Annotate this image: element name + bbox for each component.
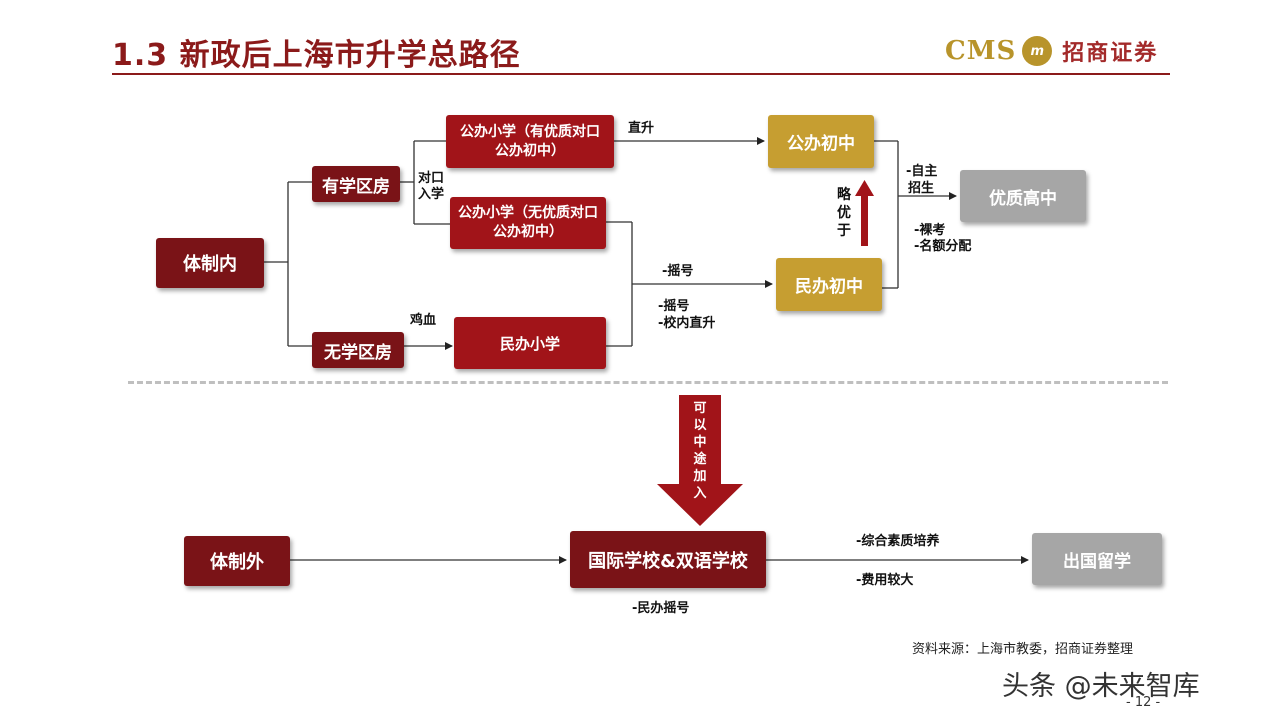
label-yaohao: -摇号 bbox=[662, 264, 694, 279]
node-public-middle: 公办初中 bbox=[768, 115, 874, 168]
label-zonghe-suzhi: -综合素质培养 bbox=[856, 534, 940, 549]
label-yaohao-2: -摇号 bbox=[658, 299, 690, 314]
label-zhisheng: 直升 bbox=[628, 121, 655, 136]
join-midway-arrow-icon bbox=[657, 395, 743, 526]
section-divider bbox=[128, 381, 1168, 384]
label-xiaonei-zhisheng: -校内直升 bbox=[658, 316, 716, 331]
node-tizhiwai: 体制外 bbox=[184, 536, 290, 586]
label-duikou-1: 对口 bbox=[418, 171, 445, 186]
superior-arrow-icon bbox=[855, 180, 874, 246]
page-number: - 12 - bbox=[1126, 695, 1161, 710]
logo-chinese: 招商证券 bbox=[1062, 40, 1159, 66]
source-note: 资料来源：上海市教委，招商证券整理 bbox=[912, 642, 1134, 657]
header-rule bbox=[112, 73, 1170, 75]
label-lueyou: 略优于 bbox=[837, 187, 851, 239]
watermark: 头条 @未来智库 bbox=[1002, 671, 1200, 702]
node-youxuequfang: 有学区房 bbox=[312, 166, 400, 202]
node-private-primary: 民办小学 bbox=[454, 317, 606, 369]
label-minban-yaohao: -民办摇号 bbox=[632, 601, 690, 616]
label-zizhu-1: -自主 bbox=[906, 164, 938, 179]
label-minge-fenpei: -名额分配 bbox=[914, 239, 972, 254]
label-zizhu-2: 招生 bbox=[908, 181, 935, 196]
label-kekao: -裸考 bbox=[914, 223, 946, 238]
node-public-primary-without: 公办小学（无优质对口公办初中） bbox=[450, 197, 606, 249]
label-jixue: 鸡血 bbox=[410, 313, 437, 328]
logo-latin: CMS bbox=[945, 36, 1017, 66]
node-private-middle: 民办初中 bbox=[776, 258, 882, 311]
brand-logo: CMS m 招商证券 bbox=[945, 34, 1158, 68]
node-wuxuequfang: 无学区房 bbox=[312, 332, 404, 368]
page-title: 1.3 新政后上海市升学总路径 bbox=[112, 38, 521, 73]
node-international-school: 国际学校&双语学校 bbox=[570, 531, 766, 588]
label-feiyong: -费用较大 bbox=[856, 573, 914, 588]
label-duikou-2: 入学 bbox=[418, 187, 445, 202]
node-study-abroad: 出国留学 bbox=[1032, 533, 1162, 585]
node-tizhinei: 体制内 bbox=[156, 238, 264, 288]
node-quality-high-school: 优质高中 bbox=[960, 170, 1086, 222]
node-public-primary-with: 公办小学（有优质对口公办初中） bbox=[446, 115, 614, 168]
logo-mark-icon: m bbox=[1022, 36, 1053, 66]
label-keyi-zhongtu-jiaru: 可以中途加入 bbox=[693, 401, 707, 501]
